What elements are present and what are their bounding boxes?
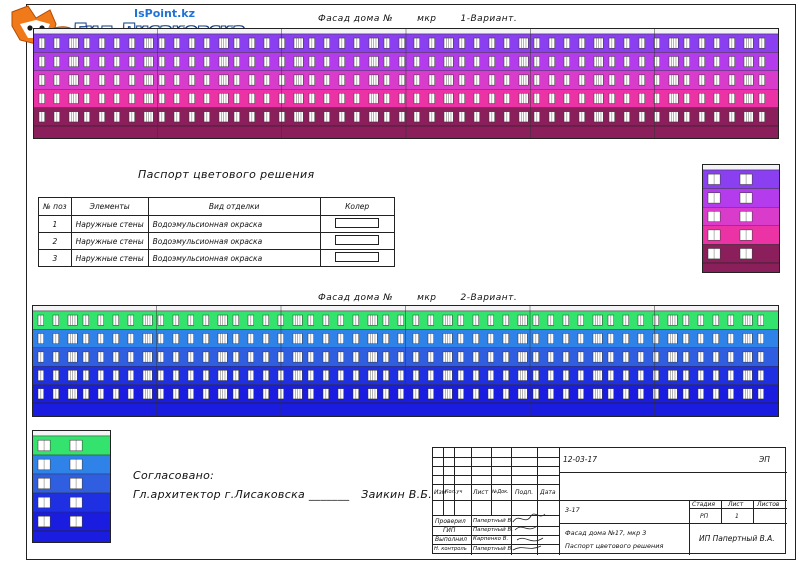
stamp-desc-1: Фасад дома №17, мкр 3	[565, 529, 647, 537]
stamp-sheet-label: Лист	[728, 501, 744, 508]
facade-2-title: Фасад дома № мкр 2-Вариант.	[318, 293, 517, 303]
stamp-role: Выполнил	[435, 536, 467, 543]
row-num: 2	[38, 232, 72, 250]
facade-1-svg	[33, 28, 779, 139]
stamp-sheet-ref: 3-17	[565, 506, 580, 514]
header-num: № поз	[38, 197, 72, 216]
stamp-col-izm: Изм	[434, 489, 447, 496]
stamp-person: Папертный В.	[473, 527, 513, 533]
stamp-stage-value: РП	[700, 513, 709, 520]
logo-domain: IsPoint.kz	[134, 7, 196, 20]
stamp-company: ИП Папертный В.А.	[699, 534, 775, 543]
stamp-col-list: Лист	[473, 489, 489, 496]
agreement-heading: Согласовано:	[133, 469, 215, 482]
stamp-code: 12-03-17	[563, 455, 598, 464]
passport-title: Паспорт цветового решения	[138, 168, 315, 181]
facade-2-side-elevation	[32, 430, 111, 543]
facade-1-title-variant: 1-Вариант.	[460, 14, 518, 24]
row-num: 1	[38, 215, 72, 233]
agreement-name: Заикин В.Б.	[361, 488, 433, 501]
stamp-section: ЭП	[759, 455, 770, 464]
stamp-col-date: Дата	[540, 489, 556, 496]
table-row: 1 Наружные стены Водоэмульсионная окраск…	[38, 215, 395, 233]
color-swatch	[335, 252, 380, 262]
header-finish: Вид отделки	[147, 197, 321, 216]
facade-1-title-prefix: Фасад дома №	[318, 14, 394, 24]
color-swatch	[335, 235, 380, 245]
passport-table: № поз Элементы Вид отделки Колер 1 Наруж…	[38, 197, 395, 267]
stamp-col-sign: Подп.	[515, 489, 534, 496]
stamp-person: Карпенко В.	[473, 536, 509, 542]
row-finish: Водоэмульсионная окраска	[147, 215, 321, 233]
facade-1-side-elevation	[702, 164, 780, 273]
row-element: Наружные стены	[70, 232, 149, 250]
facade-2-side-svg	[32, 430, 111, 543]
stamp-role: Н. контроль	[434, 546, 467, 552]
facade-2-drawing	[32, 305, 779, 417]
row-element: Наружные стены	[70, 249, 149, 267]
facade-2-title-variant: 2-Вариант.	[460, 293, 518, 303]
facade-1-side-svg	[702, 164, 780, 273]
header-element: Элементы	[70, 197, 149, 216]
row-num: 3	[38, 249, 72, 267]
passport-header-row: № поз Элементы Вид отделки Колер	[38, 197, 395, 216]
header-color: Колер	[319, 197, 395, 216]
table-row: 3 Наружные стены Водоэмульсионная окраск…	[38, 249, 395, 267]
agreement-signature-blank: _______	[308, 488, 350, 501]
agreement-line: Гл.архитектор г.Лисаковска _______ Заики…	[133, 488, 432, 501]
stamp-person: Папертный В.	[473, 546, 513, 552]
facade-1-drawing	[33, 28, 779, 139]
stamp-role: ГИП	[443, 527, 456, 534]
drawing-frame	[26, 4, 796, 560]
row-element: Наружные стены	[70, 215, 149, 233]
title-block: 12-03-17 ЭП Изм Кол.уч Лист №Док. Подп. …	[432, 447, 787, 555]
stamp-stage-label: Стадия	[692, 501, 716, 508]
stamp-person: Папертный В.	[473, 518, 513, 524]
row-finish: Водоэмульсионная окраска	[147, 232, 321, 250]
stamp-sheets-label: Листов	[757, 501, 780, 508]
row-finish: Водоэмульсионная окраска	[147, 249, 321, 267]
table-row: 2 Наружные стены Водоэмульсионная окраск…	[38, 232, 395, 250]
stamp-desc-2: Паспорт цветового решения	[565, 542, 664, 550]
facade-1-title: Фасад дома № мкр 1-Вариант.	[318, 14, 517, 24]
facade-1-title-mid: мкр	[417, 14, 437, 24]
facade-2-title-mid: мкр	[417, 293, 437, 303]
facade-2-title-prefix: Фасад дома №	[318, 293, 394, 303]
agreement-architect: Гл.архитектор г.Лисаковска	[133, 488, 306, 501]
stamp-sheet-value: 1	[735, 513, 739, 520]
facade-2-svg	[32, 305, 779, 417]
handwritten-signature-icon	[512, 513, 546, 551]
stamp-col-doc: №Док.	[492, 489, 509, 495]
stamp-col-kol: Кол.уч	[445, 489, 463, 495]
color-swatch	[335, 218, 380, 228]
stamp-role: Проверил	[435, 518, 466, 525]
